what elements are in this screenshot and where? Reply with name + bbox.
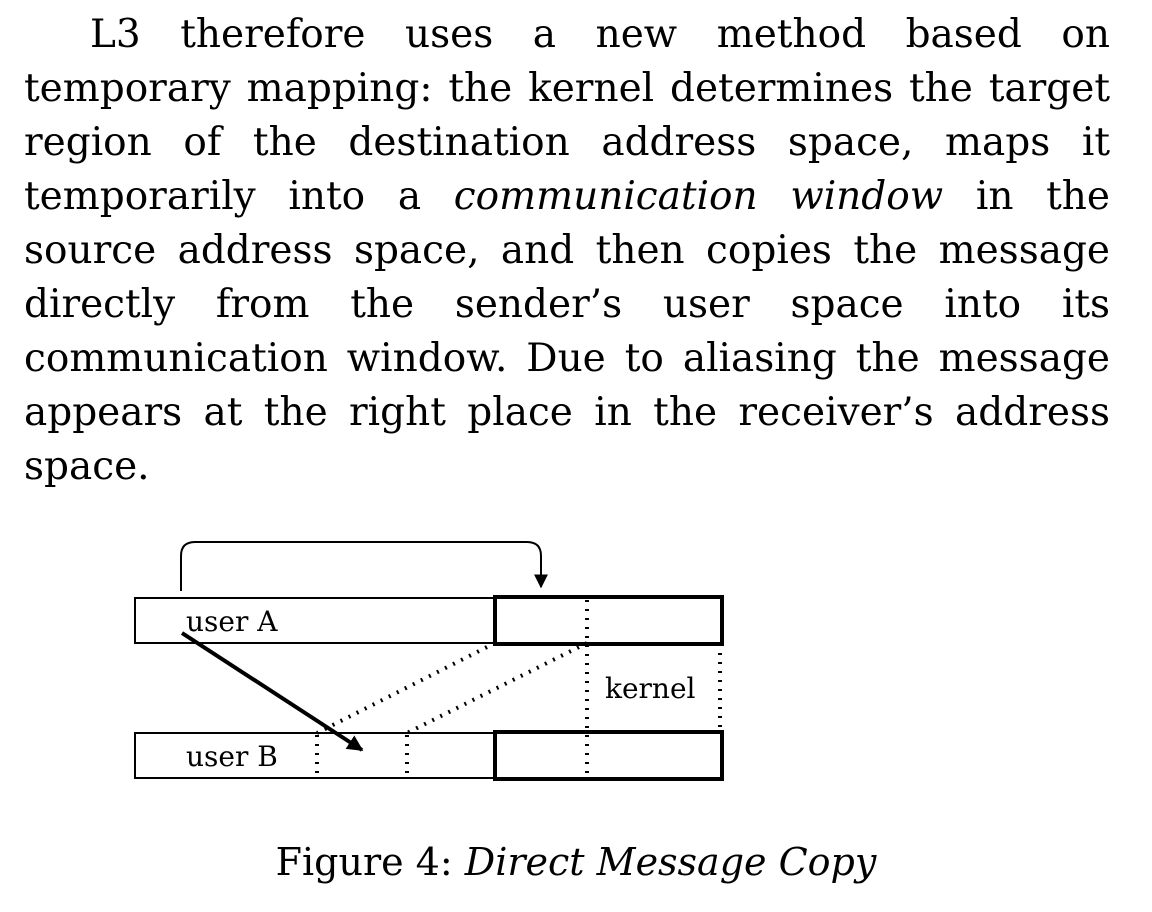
caption-title: Direct Message Copy <box>464 840 877 884</box>
paragraph-text-part1: L3 therefore uses a new method based on … <box>24 12 1110 219</box>
direct-copy-arrow <box>180 631 364 752</box>
mapping-diagonal-right <box>406 641 588 735</box>
user-a-kernel-region <box>493 595 724 646</box>
body-paragraph: L3 therefore uses a new method based on … <box>24 8 1110 494</box>
kernel-label: kernel <box>605 672 696 705</box>
figure-direct-message-copy: user A user B kernel <box>0 530 1152 800</box>
mapping-diagonal-left <box>316 641 496 735</box>
figure-caption: Figure 4: Direct Message Copy <box>0 836 1152 888</box>
caption-prefix: Figure 4: <box>275 840 453 884</box>
paragraph-emphasis: communication window <box>453 174 944 219</box>
paragraph-text-part2: in the source address space, and then co… <box>24 174 1110 489</box>
user-b-kernel-region <box>493 730 724 781</box>
mapping-arrow <box>180 541 548 591</box>
user-a-label: user A <box>186 605 278 638</box>
figure-diagram: user A user B kernel <box>134 541 724 781</box>
user-b-label: user B <box>186 740 278 773</box>
